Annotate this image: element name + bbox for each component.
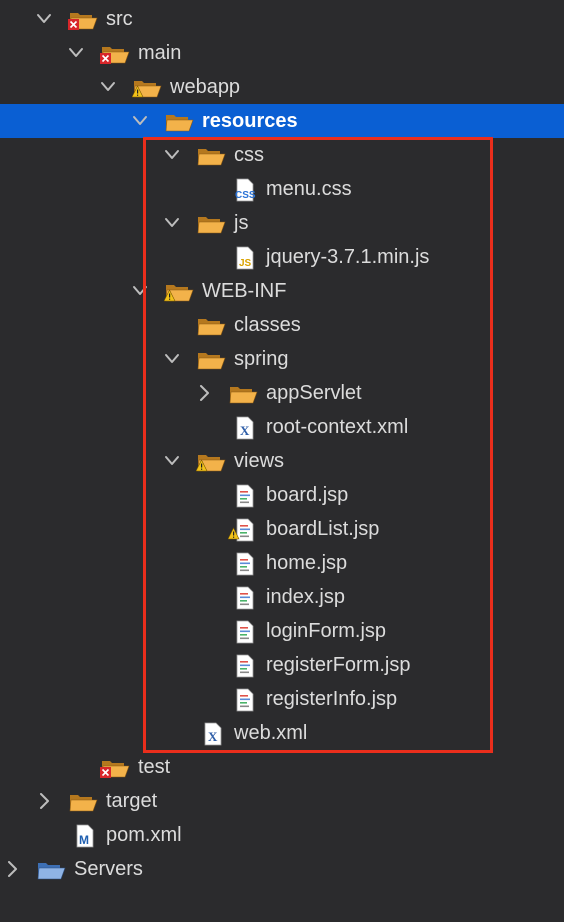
folder-open-icon (196, 314, 226, 338)
tree-item-webapp[interactable]: webapp (0, 70, 564, 104)
tree-item-resources[interactable]: resources (0, 104, 564, 138)
tree-item-label: views (234, 450, 285, 472)
tree-item-src[interactable]: src (0, 2, 564, 36)
tree-item-web-inf[interactable]: WEB-INF (0, 274, 564, 308)
tree-item-label: home.jsp (266, 552, 348, 574)
tree-item-label: Servers (74, 858, 143, 880)
jsp-file-icon (228, 654, 258, 678)
jsp-file-warning-icon (227, 518, 258, 542)
tree-item-label: jquery-3.7.1.min.js (266, 246, 430, 268)
chevron-down-icon[interactable] (36, 2, 54, 36)
folder-error-icon (100, 756, 130, 780)
svg-text:CSS: CSS (235, 190, 256, 201)
tree-item-appservlet[interactable]: appServlet (0, 376, 564, 410)
tree-item-label: index.jsp (266, 586, 345, 608)
folder-warning-icon (195, 450, 226, 474)
tree-item-label: boardList.jsp (266, 518, 380, 540)
chevron-down-icon[interactable] (164, 138, 182, 172)
folder-open-icon (196, 212, 226, 236)
folder-error-icon (100, 42, 130, 66)
tree-item-label: spring (234, 348, 289, 370)
tree-item-label: pom.xml (106, 824, 182, 846)
tree-item-jquery-3-7-1-min-js[interactable]: JS jquery-3.7.1.min.js (0, 240, 564, 274)
tree-item-label: appServlet (266, 382, 362, 404)
tree-item-label: registerInfo.jsp (266, 688, 398, 710)
folder-warning-icon (131, 76, 162, 100)
xml-file-icon: X (228, 416, 258, 440)
jsp-file-icon (228, 484, 258, 508)
folder-open-icon (164, 110, 194, 134)
tree-item-label: WEB-INF (202, 280, 287, 302)
jsp-file-icon (228, 552, 258, 576)
svg-text:JS: JS (239, 258, 252, 269)
folder-open-icon (68, 790, 98, 814)
tree-item-index-jsp[interactable]: index.jsp (0, 580, 564, 614)
chevron-right-icon[interactable] (36, 784, 54, 818)
tree-item-home-jsp[interactable]: home.jsp (0, 546, 564, 580)
tree-item-classes[interactable]: classes (0, 308, 564, 342)
tree-item-js[interactable]: js (0, 206, 564, 240)
servers-folder-icon (36, 858, 66, 882)
js-file-icon: JS (228, 246, 258, 270)
tree-item-main[interactable]: main (0, 36, 564, 70)
chevron-down-icon[interactable] (164, 444, 182, 478)
tree-item-servers[interactable]: Servers (0, 852, 564, 886)
chevron-down-icon[interactable] (164, 206, 182, 240)
tree-item-board-jsp[interactable]: board.jsp (0, 478, 564, 512)
tree-item-target[interactable]: target (0, 784, 564, 818)
tree-item-menu-css[interactable]: CSS menu.css (0, 172, 564, 206)
chevron-down-icon[interactable] (100, 70, 118, 104)
tree-item-registerform-jsp[interactable]: registerForm.jsp (0, 648, 564, 682)
tree-item-label: web.xml (234, 722, 308, 744)
tree-item-views[interactable]: views (0, 444, 564, 478)
tree-item-boardlist-jsp[interactable]: boardList.jsp (0, 512, 564, 546)
folder-open-icon (196, 144, 226, 168)
svg-text:X: X (240, 423, 250, 438)
chevron-down-icon[interactable] (68, 36, 86, 70)
tree-item-css[interactable]: css (0, 138, 564, 172)
tree-item-label: board.jsp (266, 484, 349, 506)
tree-item-label: loginForm.jsp (266, 620, 387, 642)
tree-item-label: menu.css (266, 178, 352, 200)
chevron-right-icon[interactable] (4, 852, 22, 886)
tree-item-label: registerForm.jsp (266, 654, 411, 676)
folder-warning-icon (163, 280, 194, 304)
svg-text:M: M (79, 833, 89, 847)
chevron-right-icon[interactable] (196, 376, 214, 410)
tree-item-label: src (106, 8, 133, 30)
jsp-file-icon (228, 586, 258, 610)
tree-item-label: main (138, 42, 182, 64)
css-file-icon: CSS (228, 178, 258, 202)
tree-item-test[interactable]: test (0, 750, 564, 784)
tree-item-label: classes (234, 314, 301, 336)
tree-item-label: test (138, 756, 171, 778)
xml-file-icon: X (196, 722, 226, 746)
svg-text:X: X (208, 729, 218, 744)
tree-item-registerinfo-jsp[interactable]: registerInfo.jsp (0, 682, 564, 716)
maven-file-icon: M (68, 824, 98, 848)
tree-item-label: target (106, 790, 158, 812)
chevron-down-icon[interactable] (164, 342, 182, 376)
folder-open-icon (228, 382, 258, 406)
folder-open-icon (196, 348, 226, 372)
jsp-file-icon (228, 620, 258, 644)
tree-item-spring[interactable]: spring (0, 342, 564, 376)
tree-item-label: root-context.xml (266, 416, 409, 438)
tree-item-label: css (234, 144, 264, 166)
folder-error-icon (68, 8, 98, 32)
tree-item-label: js (234, 212, 249, 234)
tree-item-label: webapp (170, 76, 241, 98)
chevron-down-icon[interactable] (132, 104, 150, 138)
chevron-down-icon[interactable] (132, 274, 150, 308)
tree-item-label: resources (202, 110, 298, 132)
jsp-file-icon (228, 688, 258, 712)
tree-item-loginform-jsp[interactable]: loginForm.jsp (0, 614, 564, 648)
